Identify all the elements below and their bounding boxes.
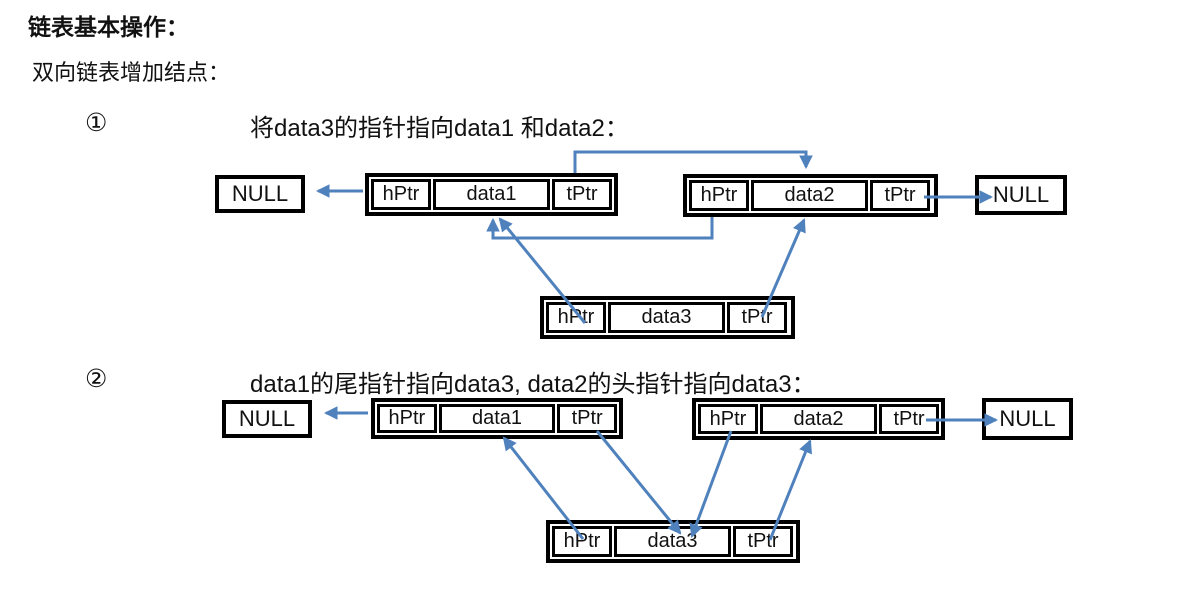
d1-data2-hptr-cell: hPtr <box>689 180 749 211</box>
d2-null-left-label: NULL <box>238 406 296 431</box>
d1-data1-hptr-cell: hPtr <box>371 179 431 210</box>
d2-data1-value-cell: data1 <box>438 404 556 433</box>
d1-data3-tptr-cell: tPtr <box>727 302 787 333</box>
d2-data3-value-cell: data3 <box>614 526 731 557</box>
d2-arrow-data1tptr-to-data3-icon <box>595 430 682 535</box>
d2-null-left-box: NULL <box>222 400 312 438</box>
d2-node-data3: hPtr data3 tPtr <box>546 520 800 563</box>
d2-node-data2: hPtr data2 tPtr <box>692 398 945 440</box>
d1-data2-tptr-cell: tPtr <box>870 180 930 211</box>
d2-data2-hptr-cell: hPtr <box>698 404 758 434</box>
d2-data1-tptr-cell: tPtr <box>557 404 617 433</box>
d1-node-data1: hPtr data1 tPtr <box>365 173 618 216</box>
page-subtitle: 双向链表增加结点： <box>32 60 231 85</box>
d1-null-right-box: NULL <box>975 175 1067 215</box>
d1-data3-hptr-cell: hPtr <box>546 302 606 333</box>
d2-data2-tptr-cell: tPtr <box>879 404 939 434</box>
d1-data2-value-cell: data2 <box>751 180 868 211</box>
d1-data1-value-cell: data1 <box>433 179 550 210</box>
d1-data3-value-cell: data3 <box>608 302 725 333</box>
d1-null-right-label: NULL <box>992 182 1050 207</box>
d2-null-right-box: NULL <box>982 398 1073 440</box>
d1-arrow-data1tptr-to-data2-icon <box>573 150 813 173</box>
d2-data3-tptr-cell: tPtr <box>733 526 793 557</box>
step1-number: ① <box>85 109 108 137</box>
step2-number: ② <box>85 365 108 393</box>
page-title: 链表基本操作： <box>28 14 189 40</box>
d2-data3-hptr-cell: hPtr <box>552 526 612 557</box>
d1-null-left-box: NULL <box>215 175 305 213</box>
d2-node-data1: hPtr data1 tPtr <box>371 398 623 439</box>
d2-data2-value-cell: data2 <box>760 404 877 434</box>
d2-data1-hptr-cell: hPtr <box>377 404 437 433</box>
d2-null-right-label: NULL <box>999 406 1056 431</box>
d1-null-left-label: NULL <box>231 181 289 206</box>
d1-arrow-data2hptr-to-data1-icon <box>486 217 714 240</box>
step2-caption: data1的尾指针指向data3, data2的头指针指向data3： <box>250 371 816 398</box>
d1-node-data3: hPtr data3 tPtr <box>540 296 795 339</box>
d1-data1-tptr-cell: tPtr <box>552 179 612 210</box>
d1-node-data2: hPtr data2 tPtr <box>683 174 938 217</box>
step1-caption: 将data3的指针指向data1 和data2： <box>250 115 629 142</box>
